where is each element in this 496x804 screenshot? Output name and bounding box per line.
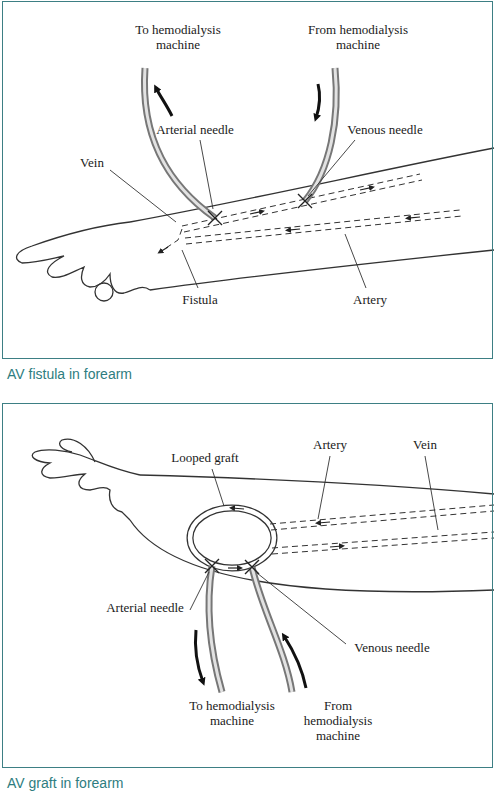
flow-arrow — [360, 187, 372, 190]
leader-line — [190, 572, 209, 610]
flow-arrow — [250, 211, 262, 214]
leader-line — [425, 456, 438, 530]
part-label: Venous needle — [347, 122, 422, 137]
artery-line — [271, 511, 494, 530]
graft-outline — [190, 508, 274, 568]
leader-line — [200, 140, 213, 209]
figure-caption: AV fistula in forearm — [7, 366, 132, 382]
figure-caption: AV graft in forearm — [7, 775, 123, 791]
leader-line — [318, 456, 330, 519]
flow-arrow — [330, 546, 342, 547]
flow-arrows-fistula — [160, 187, 420, 252]
flow-arrow-big — [156, 88, 172, 116]
flow-arrow — [160, 247, 168, 252]
leader-line — [110, 170, 176, 222]
part-label: Arterial needle — [106, 600, 184, 615]
vein-line — [272, 538, 494, 554]
needle — [208, 211, 222, 225]
arm-outline — [130, 520, 494, 592]
graft-inner — [190, 508, 274, 568]
leader-line — [257, 573, 346, 644]
part-label: Artery — [313, 437, 347, 452]
vessels-graft — [270, 505, 494, 554]
hand-outline — [32, 450, 140, 520]
needle — [205, 559, 219, 573]
leader-lines-graft — [190, 456, 438, 644]
flow-arrow — [232, 508, 244, 509]
part-label: Fistula — [182, 292, 217, 307]
part-label: From hemodialysis machine — [295, 698, 381, 743]
leader-line — [182, 250, 198, 288]
hand-outline — [17, 222, 150, 293]
tube-inner — [209, 566, 222, 692]
tube-inner — [144, 68, 215, 218]
leader-line — [308, 140, 355, 196]
leader-lines-fistula — [110, 140, 366, 288]
part-label: To hemodialysis machine — [122, 22, 234, 52]
tube — [252, 567, 292, 692]
flow-arrow — [318, 522, 330, 523]
flow-arrow — [288, 229, 300, 230]
tubes-fistula — [144, 68, 336, 225]
part-label: Arterial needle — [156, 122, 234, 137]
tube-inner — [252, 567, 292, 692]
flow-arrows-graft — [228, 508, 342, 568]
forearm-graft — [32, 439, 494, 592]
artery-line — [186, 216, 462, 244]
tube — [144, 68, 215, 218]
leader-line — [212, 469, 224, 506]
tubes-graft — [195, 559, 306, 692]
leader-line — [345, 234, 366, 288]
part-label: Vein — [413, 437, 437, 452]
part-label: To hemodialysis machine — [189, 698, 275, 728]
forearm-fistula — [17, 148, 494, 301]
needle — [245, 560, 259, 574]
figure-panel: AV fistula in forearm — [2, 1, 493, 359]
thumb-outline — [60, 439, 95, 462]
arm-outline — [150, 250, 494, 290]
part-label: Venous needle — [354, 640, 429, 655]
part-label: Vein — [80, 155, 104, 170]
thumb-outline — [95, 283, 113, 301]
fistula-link — [160, 229, 182, 252]
flow-arrow-big — [284, 636, 306, 688]
artery-line — [270, 505, 494, 524]
graft-loop — [190, 508, 274, 568]
part-label: Artery — [353, 292, 387, 307]
artery-line — [185, 210, 460, 238]
tube — [209, 566, 222, 692]
part-label: Looped graft — [171, 450, 239, 465]
arm-outline — [140, 475, 494, 494]
part-label: From hemodialysis machine — [302, 22, 414, 52]
flow-arrow — [228, 567, 240, 568]
vein-line — [184, 180, 422, 232]
flow-arrow — [408, 217, 420, 218]
flow-arrow-big — [316, 84, 320, 118]
needle — [298, 194, 312, 208]
flow-arrow-big — [195, 630, 203, 682]
